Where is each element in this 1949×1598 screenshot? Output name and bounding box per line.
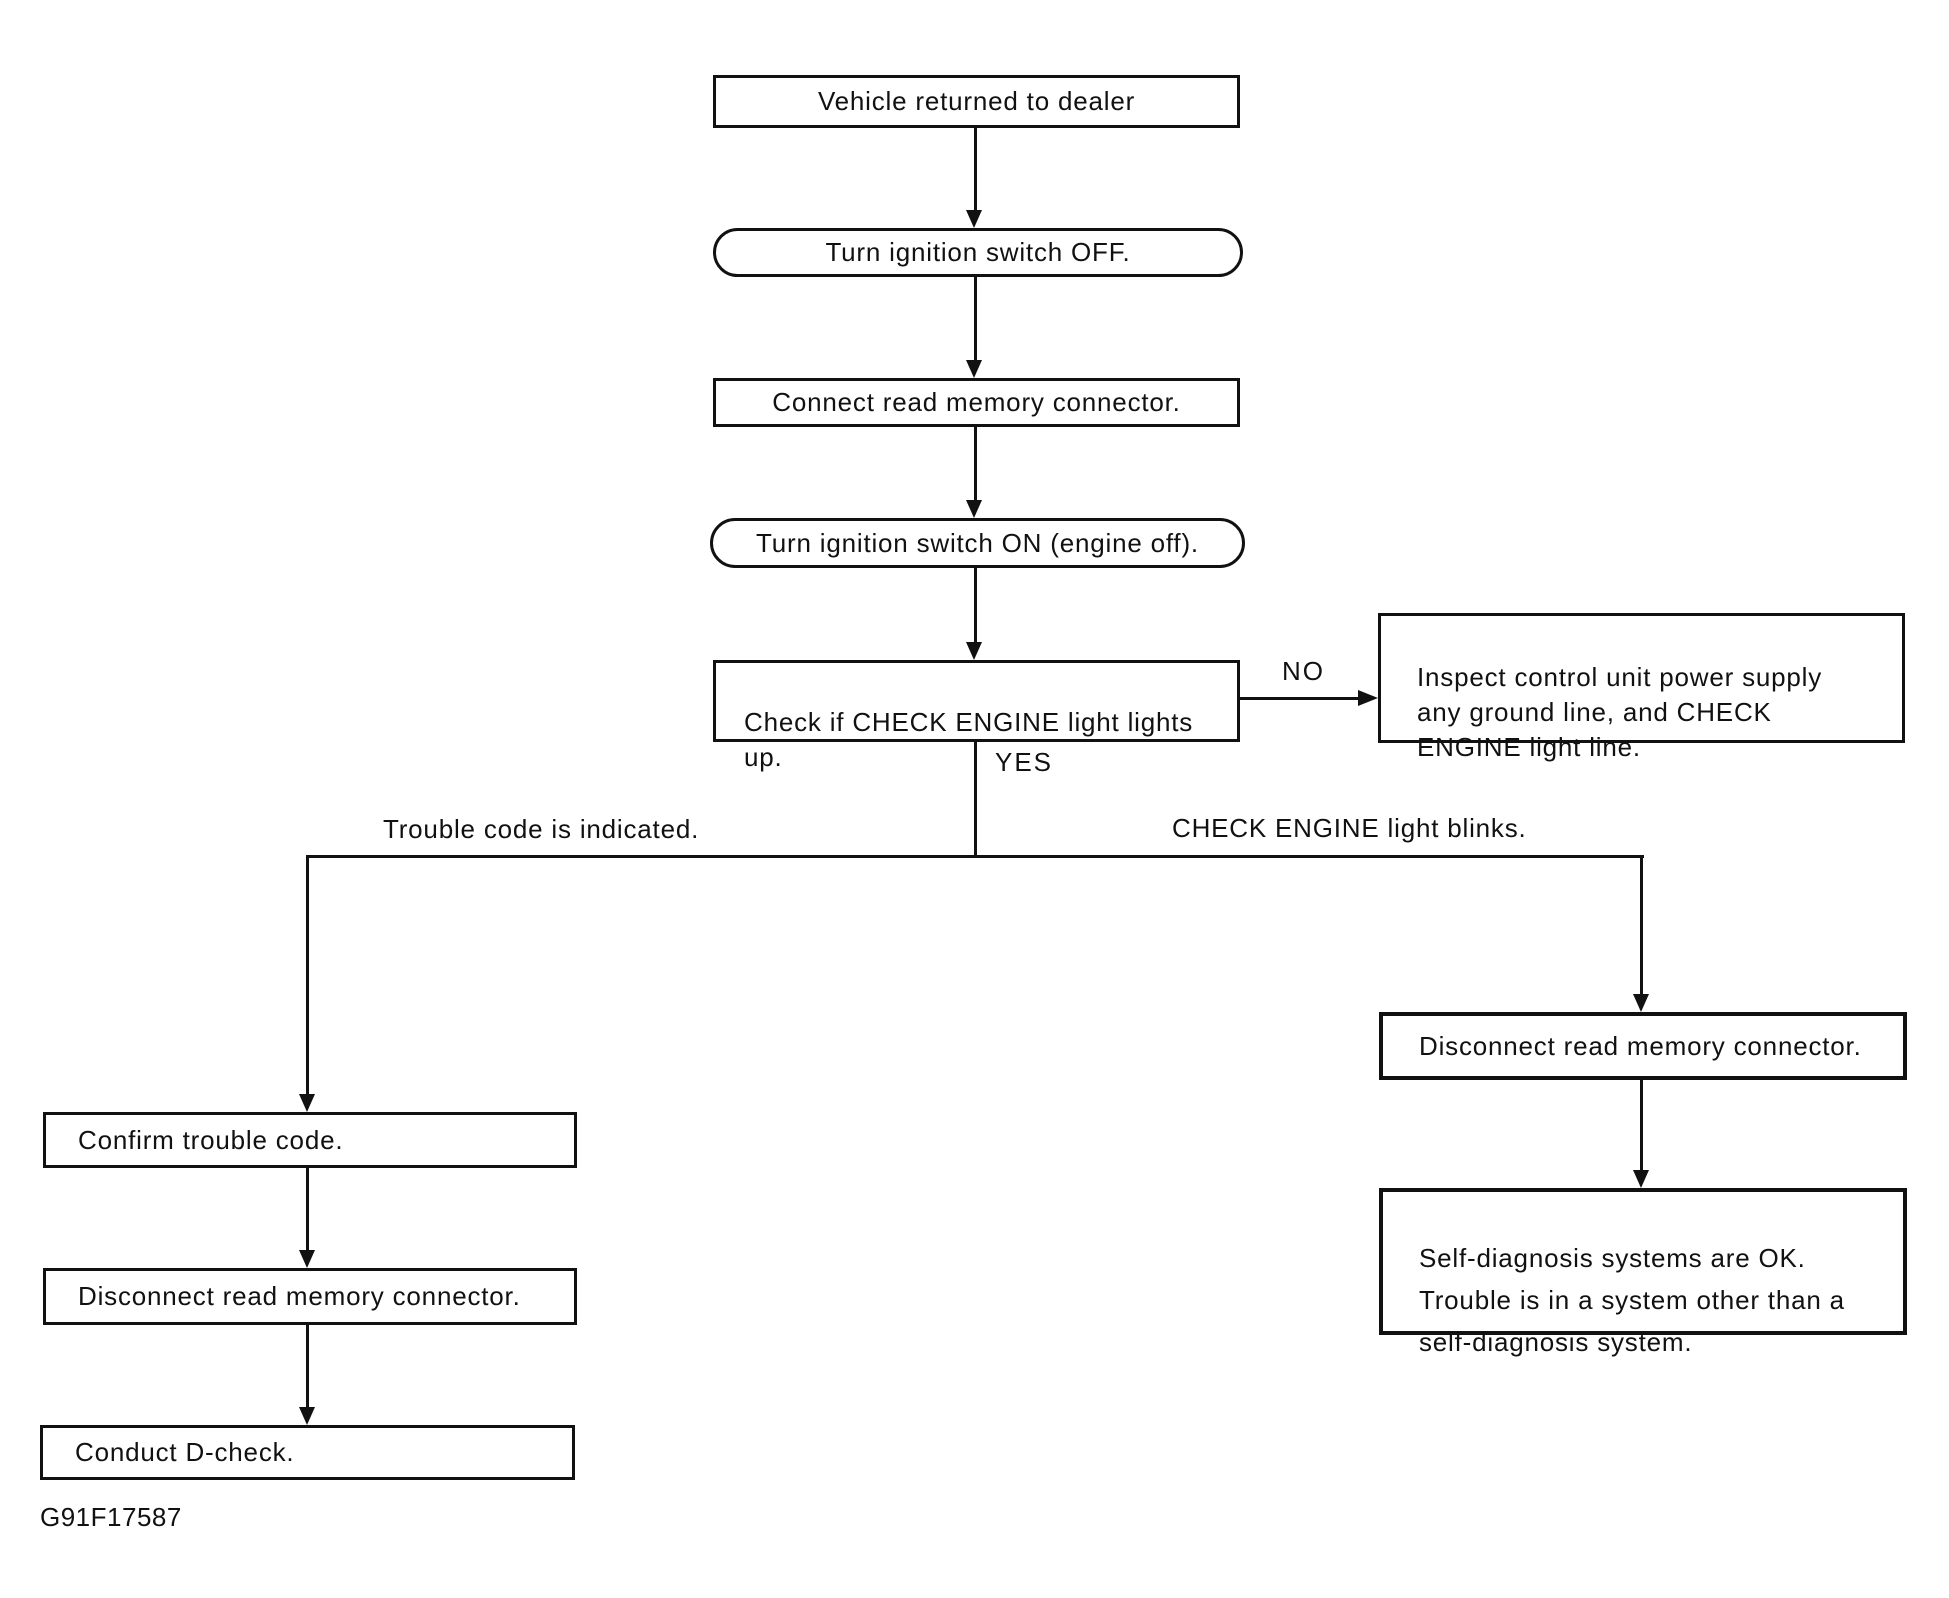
- node-ignition-off-label: Turn ignition switch OFF.: [825, 237, 1131, 267]
- connector-line: [974, 427, 977, 500]
- arrow-down-icon: [299, 1094, 315, 1112]
- connector-line: [974, 568, 977, 642]
- node-check-engine-light: Check if CHECK ENGINE light lights up.: [713, 660, 1240, 772]
- node-disconnect-read-memory-left-label: Disconnect read memory connector.: [78, 1281, 521, 1311]
- connector-line: [974, 742, 977, 855]
- node-inspect-control-unit-label: Inspect control unit power supply any gr…: [1417, 662, 1823, 763]
- arrow-down-icon: [966, 210, 982, 228]
- connector-line: [306, 855, 309, 1094]
- node-self-diagnosis-ok-label: Self-diagnosis systems are OK. Trouble i…: [1419, 1243, 1845, 1358]
- arrow-down-icon: [299, 1407, 315, 1425]
- node-conduct-d-check-label: Conduct D-check.: [75, 1437, 295, 1467]
- arrow-down-icon: [966, 642, 982, 660]
- connector-line: [306, 1168, 309, 1250]
- edge-label-trouble-code: Trouble code is indicated.: [383, 814, 700, 844]
- node-ignition-on: Turn ignition switch ON (engine off).: [710, 518, 1245, 568]
- arrow-down-icon: [966, 360, 982, 378]
- node-confirm-trouble-code-label: Confirm trouble code.: [78, 1124, 344, 1155]
- arrow-down-icon: [966, 500, 982, 518]
- node-disconnect-read-memory-right-label: Disconnect read memory connector.: [1419, 1030, 1862, 1061]
- connector-line: [306, 1325, 309, 1407]
- connector-line: [1640, 1080, 1643, 1170]
- edge-label-yes: YES: [995, 747, 1054, 777]
- edge-label-no: NO: [1282, 656, 1325, 686]
- arrow-down-icon: [1633, 1170, 1649, 1188]
- node-disconnect-read-memory-right: Disconnect read memory connector.: [1379, 1012, 1907, 1080]
- node-vehicle-returned-label: Vehicle returned to dealer: [817, 86, 1136, 116]
- node-confirm-trouble-code: Confirm trouble code.: [43, 1112, 577, 1168]
- arrow-down-icon: [1633, 994, 1649, 1012]
- node-self-diagnosis-ok: Self-diagnosis systems are OK. Trouble i…: [1379, 1188, 1907, 1357]
- figure-code: G91F17587: [40, 1502, 182, 1532]
- node-ignition-off: Turn ignition switch OFF.: [713, 228, 1243, 277]
- connector-line: [974, 277, 977, 360]
- node-connect-read-memory-label: Connect read memory connector.: [772, 387, 1181, 417]
- node-inspect-control-unit: Inspect control unit power supply any gr…: [1378, 613, 1905, 762]
- node-check-engine-light-label: Check if CHECK ENGINE light lights up.: [744, 707, 1194, 773]
- node-connect-read-memory: Connect read memory connector.: [713, 378, 1240, 427]
- connector-line: [308, 855, 1644, 858]
- connector-line: [1640, 855, 1643, 994]
- node-vehicle-returned: Vehicle returned to dealer: [713, 75, 1240, 128]
- connector-line: [974, 128, 977, 210]
- arrow-down-icon: [299, 1250, 315, 1268]
- connector-line: [1240, 697, 1358, 700]
- node-disconnect-read-memory-left: Disconnect read memory connector.: [43, 1268, 577, 1325]
- arrow-right-icon: [1358, 690, 1378, 706]
- edge-label-check-engine-blinks: CHECK ENGINE light blinks.: [1172, 813, 1527, 843]
- node-ignition-on-label: Turn ignition switch ON (engine off).: [756, 527, 1199, 558]
- node-conduct-d-check: Conduct D-check.: [40, 1425, 575, 1480]
